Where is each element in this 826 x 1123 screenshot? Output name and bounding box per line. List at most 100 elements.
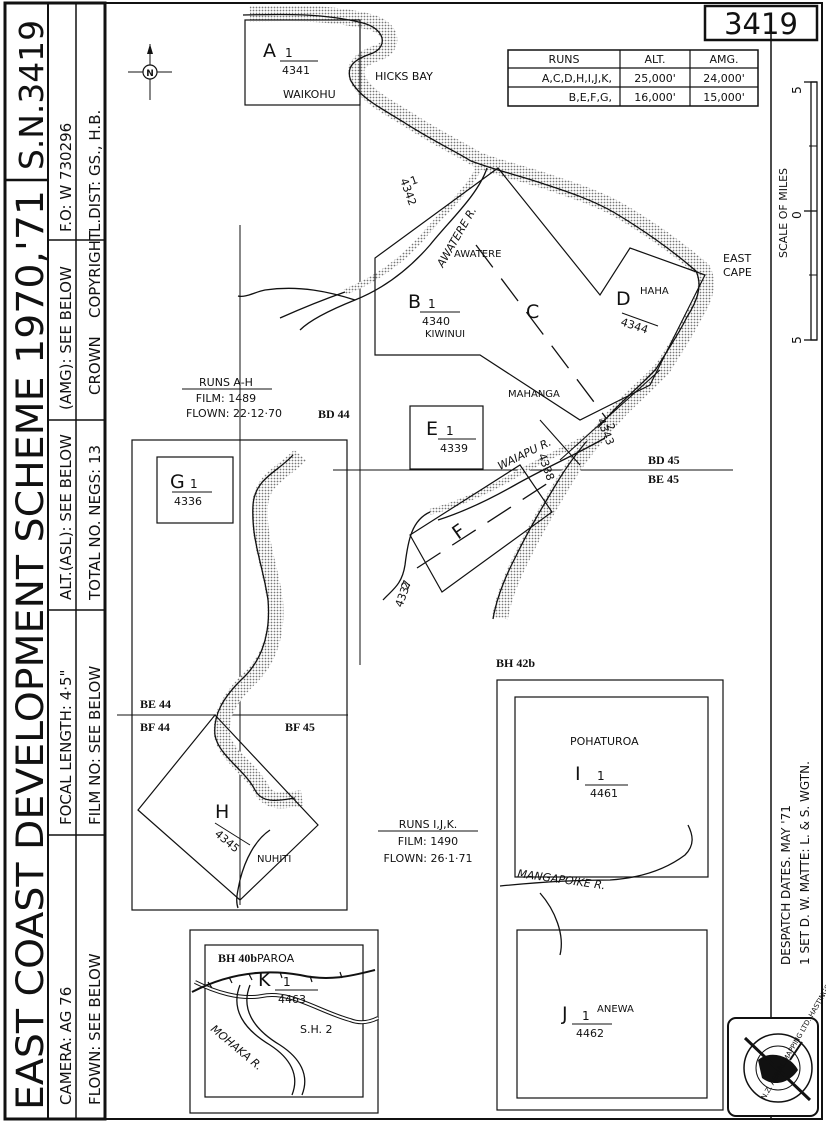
sheet-number-box: 3419 (703, 4, 819, 42)
footprint-g (156, 456, 234, 524)
coastline-west (213, 449, 306, 809)
grid-bf45: BF 45 (285, 720, 315, 734)
north-label: N (146, 69, 154, 79)
sheet-title: EAST COAST DEVELOPMENT SCHEME 1970,'71 (9, 190, 52, 1110)
run-tick: 1 (582, 1009, 590, 1023)
run-photo-e: 4339 (440, 442, 468, 455)
place-cape: CAPE (723, 266, 752, 279)
camera-field: CAMERA: AG 76 (57, 987, 75, 1105)
run-photo-k: 4463 (278, 993, 306, 1006)
alt-field: ALT.(ASL): SEE BELOW (57, 434, 75, 600)
place-names: WAIKOHU HICKS BAY AWATERE KIWINUI HAHA E… (257, 70, 752, 1015)
runs-table-header-runs: RUNS (549, 53, 580, 66)
run-tick: 1 (285, 46, 293, 60)
runs-ijk-film: FILM: 1490 (398, 835, 458, 848)
runs-ijk-title: RUNS I,J,K. (399, 818, 458, 831)
runs-ah-film: FILM: 1489 (196, 392, 256, 405)
flight-info-runs-ah: RUNS A-H FILM: 1489 FLOWN: 22·12·70 (182, 376, 282, 420)
run-letter-a: A (263, 40, 276, 62)
sheet-number: 3419 (724, 7, 798, 41)
run-photo-j: 4462 (576, 1027, 604, 1040)
label-sh2: S.H. 2 (300, 1023, 333, 1036)
run-letter-k: K (258, 969, 271, 991)
footprint-b (374, 167, 706, 421)
sheet-grid-lines (117, 70, 733, 905)
north-arrow-icon: N (128, 44, 172, 100)
runs-ijk-flown: FLOWN: 26·1·71 (383, 852, 472, 865)
run-tick: 1 (190, 477, 198, 491)
runs-table-cell: A,C,D,H,I,J,K, (542, 72, 612, 85)
grid-be44: BE 44 (140, 697, 171, 711)
grid-bd44: BD 44 (318, 407, 350, 421)
flight-info-runs-ijk: RUNS I,J,K. FILM: 1490 FLOWN: 26·1·71 (378, 818, 478, 865)
title-block: EAST COAST DEVELOPMENT SCHEME 1970,'71 S… (3, 1, 107, 1121)
run-photo-i: 4461 (590, 787, 618, 800)
film-no-field: FILM NO: SEE BELOW (86, 666, 104, 825)
run-letter-j: J (561, 1003, 568, 1025)
run-photo-g: 4336 (174, 495, 202, 508)
waiapu-river-fill (343, 163, 602, 515)
run-labels: A 1 4341 B 1 4340 C D 4344 E 1 4339 F G … (170, 40, 659, 1040)
run-f-flight-line (416, 482, 549, 569)
footprint-a (244, 19, 361, 106)
runs-table-cell: 15,000' (703, 91, 745, 104)
coastline-east (242, 5, 714, 620)
run-footprints (131, 19, 724, 1114)
runs-table-cell: 24,000' (703, 72, 745, 85)
place-anewa: ANEWA (597, 1004, 634, 1015)
run-letter-i: I (575, 763, 581, 785)
amg-field: (AMG): SEE BELOW (57, 266, 75, 410)
footprint-k (204, 944, 364, 1098)
place-east: EAST (723, 252, 751, 265)
footprint-block-k (189, 929, 379, 1114)
run-tick: 2 (603, 421, 618, 432)
focal-length-field: FOCAL LENGTH: 4·5" (57, 670, 75, 825)
sh2-road (191, 969, 379, 1096)
footprint-e (409, 405, 484, 470)
run-letter-h: H (215, 801, 229, 823)
run-photo-h: 4345 (212, 827, 242, 855)
fo-field: F.O: W 730296 (57, 123, 75, 232)
place-kiwinui: KIWINUI (425, 329, 465, 340)
place-waikohu: WAIKOHU (283, 88, 336, 101)
run-photo-d: 4344 (619, 315, 650, 336)
runs-table-header-alt: ALT. (644, 53, 665, 66)
map-border (4, 2, 823, 1120)
footprint-h (137, 714, 319, 901)
footprint-block-ah (131, 439, 348, 911)
ldist-field: L.DIST: GS., H.B. (86, 110, 104, 232)
place-paroa: PAROA (257, 952, 295, 965)
scale-bar: 5 0 5 SCALE OF MILES (770, 20, 818, 1119)
runs-table: RUNS ALT. AMG. A,C,D,H,I,J,K, 25,000' 24… (507, 49, 759, 107)
footprint-i (514, 696, 709, 878)
runs-ah-flown: FLOWN: 22·12·70 (186, 407, 282, 420)
footprint-f (409, 464, 553, 593)
run-photo-a: 4341 (282, 64, 310, 77)
copyright-field: COPYRIGHT (86, 230, 104, 318)
runs-table-cell: 16,000' (634, 91, 676, 104)
run-letter-b: B (408, 291, 421, 313)
rivers (236, 164, 693, 956)
nz-aerial-mapping-logo: N.Z. AERIAL MAPPING LTD. HASTINGS (727, 983, 826, 1117)
run-tick: 1 (283, 975, 291, 989)
scale-title: SCALE OF MILES (777, 168, 790, 258)
scale-top-label: 5 (790, 86, 804, 94)
footprint-j (516, 929, 708, 1099)
run-tick: 1 (446, 424, 454, 438)
run-letter-c: C (526, 301, 539, 323)
grid-bh42b: BH 42b (496, 656, 535, 670)
set-info: 1 SET D. W. MATTE: L. & S. WGTN. (798, 761, 812, 965)
label-mangapoike-river: MANGAPOIKE R. (517, 867, 607, 892)
run-tick: 1 (428, 297, 436, 311)
sheet-sn: S.N.3419 (12, 20, 51, 170)
run-letter-g: G (170, 471, 185, 493)
grid-be45: BE 45 (648, 472, 679, 486)
run-e-line (539, 419, 581, 466)
place-awatere: AWATERE (454, 249, 501, 260)
runs-table-cell: 25,000' (634, 72, 676, 85)
run-tick: 1 (597, 769, 605, 783)
grid-sheet-labels: BD 44 BD 45 BE 45 BE 44 BF 44 BF 45 BH 4… (140, 407, 680, 965)
place-nuhiti: NUHITI (257, 854, 291, 865)
flown-field: FLOWN: SEE BELOW (86, 953, 104, 1105)
total-negs-field: TOTAL NO. NEGS: 13 (86, 445, 104, 601)
